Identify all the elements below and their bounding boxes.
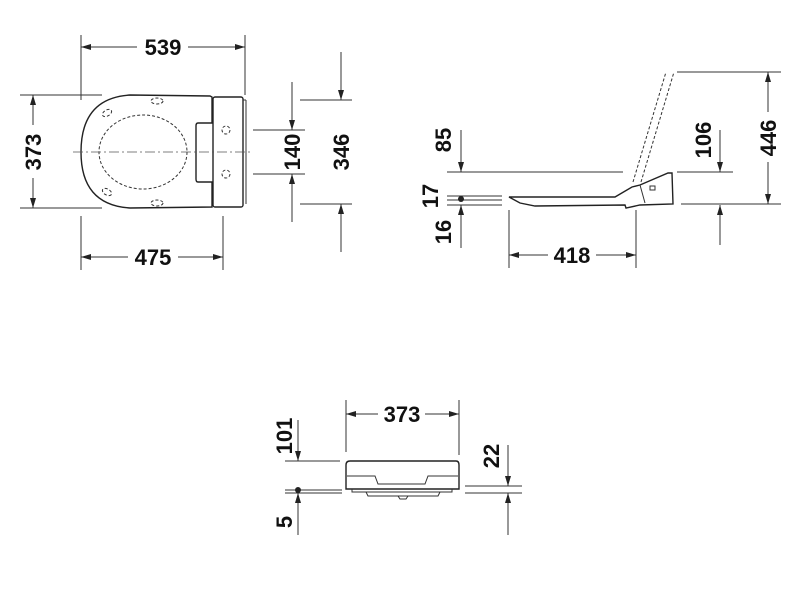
dim-hinge-width: 346: [329, 134, 354, 171]
dim-thickness-top: 17: [418, 184, 443, 208]
top-view: 539 373 475 140 346: [20, 35, 354, 270]
dim-thickness-bottom: 16: [431, 220, 456, 244]
side-view: 85 17 16 446 106 418: [418, 71, 781, 268]
dim-seat-width: 373: [21, 134, 46, 171]
dim-rim-height: 22: [479, 444, 504, 468]
seat-side: [508, 172, 674, 209]
dim-seat-length: 475: [135, 245, 172, 270]
dim-hinge-spacing: 140: [280, 134, 305, 171]
seat-outline: [80, 94, 213, 209]
seat-front: [345, 460, 460, 490]
dim-open-height: 446: [756, 120, 781, 157]
dim-seat-top-height: 85: [431, 128, 456, 152]
front-view: 373 101 5 22: [272, 400, 522, 535]
dim-overall-length: 539: [145, 35, 182, 60]
dim-front-gap: 5: [272, 516, 297, 528]
dim-hinge-height: 106: [691, 122, 716, 159]
dim-hinge-offset: 418: [554, 243, 591, 268]
dim-front-height-top: 101: [272, 418, 297, 455]
dim-front-width: 373: [384, 402, 421, 427]
